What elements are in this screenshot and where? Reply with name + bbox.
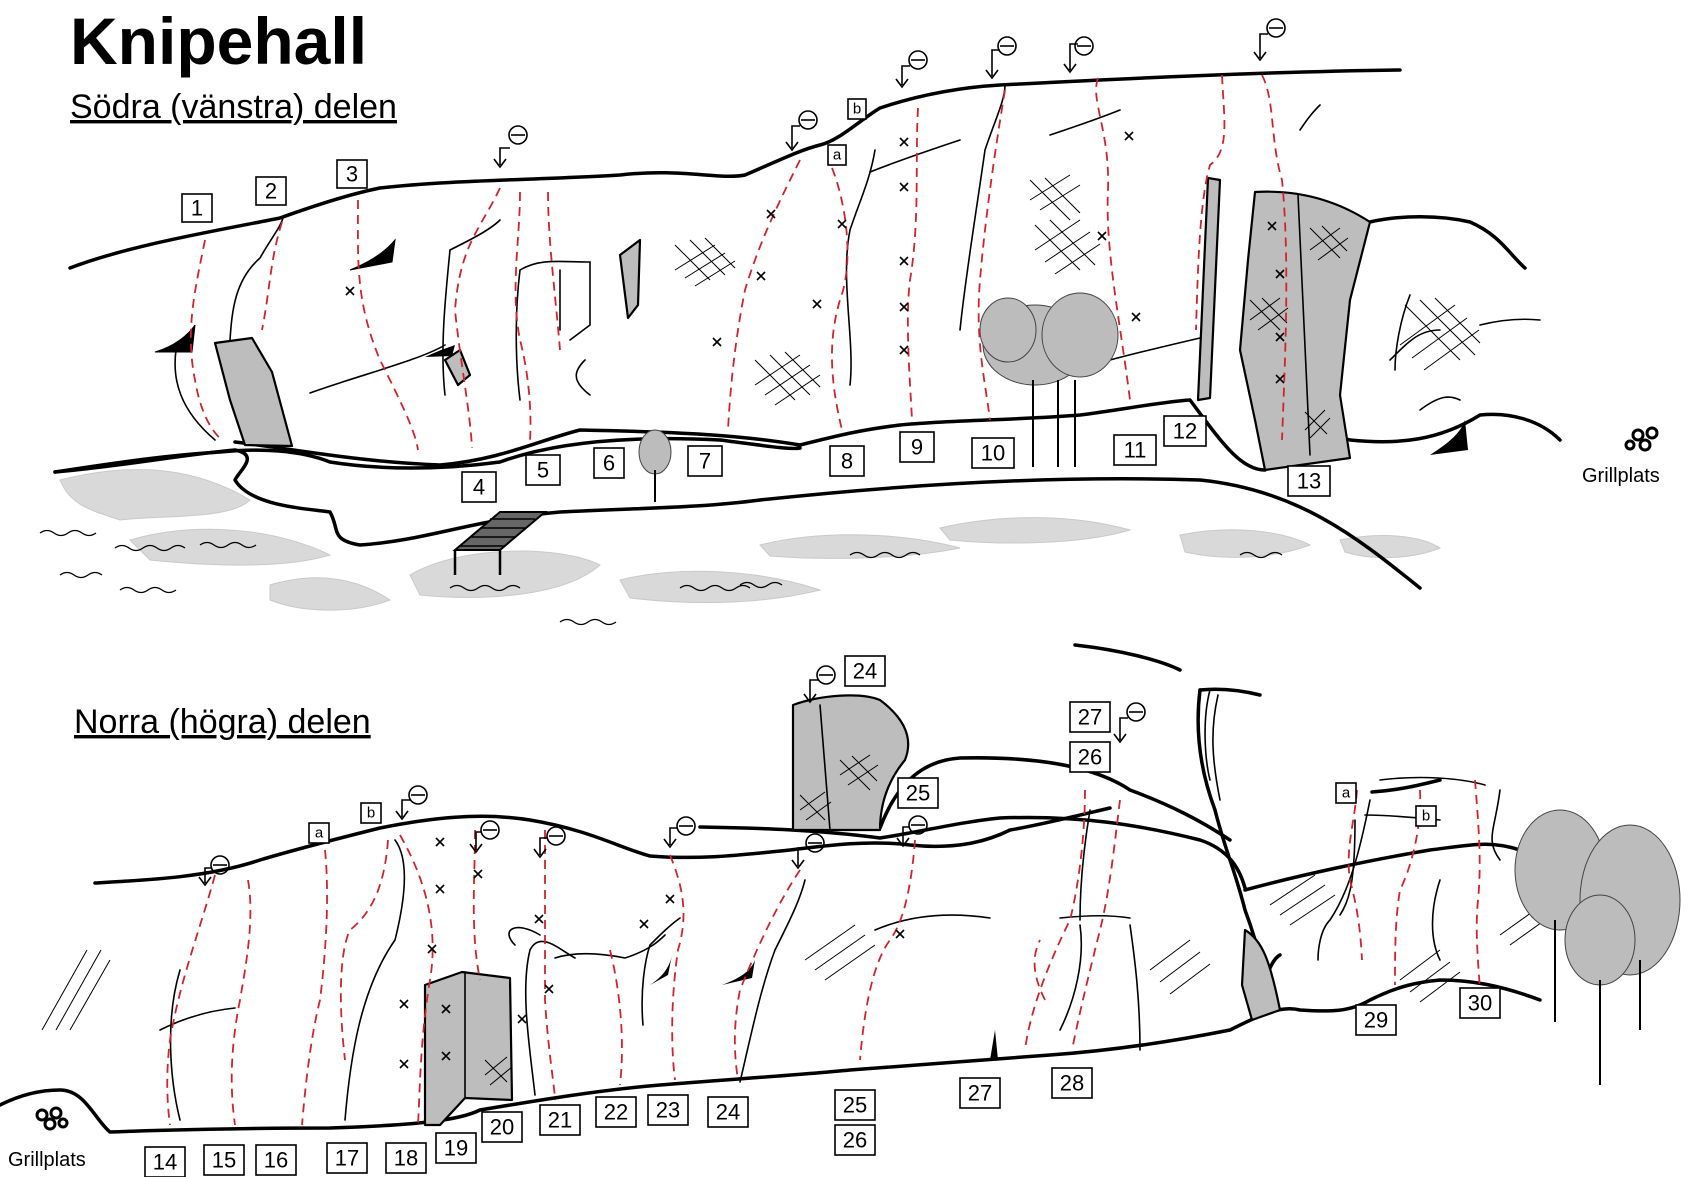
bolts-south: [346, 132, 1284, 383]
route-label-18: 18: [386, 1143, 426, 1173]
svg-text:30: 30: [1468, 991, 1492, 1016]
route-label-28: 28: [1052, 1068, 1092, 1098]
route-label-17: 17: [327, 1143, 367, 1173]
svg-text:a: a: [315, 825, 324, 842]
anchors-north: [199, 666, 1145, 885]
route-label-5: 5: [526, 455, 560, 485]
svg-text:28: 28: [1060, 1071, 1084, 1096]
svg-text:15: 15: [212, 1148, 236, 1173]
svg-text:20: 20: [490, 1115, 514, 1140]
route-label-29: 29: [1356, 1005, 1396, 1035]
route-label-27-top: 27: [1070, 702, 1110, 732]
route-label-14: 14: [145, 1147, 185, 1177]
route-label-11: 11: [1114, 435, 1156, 465]
svg-text:11: 11: [1124, 438, 1147, 463]
svg-text:7: 7: [699, 449, 711, 474]
route-label-9: 9: [900, 432, 934, 462]
slab-19: [425, 972, 512, 1125]
svg-text:a: a: [833, 147, 842, 164]
svg-text:13: 13: [1297, 469, 1321, 494]
pine-trees-north: [1515, 810, 1680, 1085]
variant-b-north-right: b: [1416, 806, 1436, 826]
svg-text:2: 2: [265, 179, 277, 204]
svg-text:9: 9: [911, 435, 923, 460]
svg-text:27: 27: [968, 1081, 992, 1106]
grill-label-north: Grillplats: [8, 1149, 86, 1171]
route-label-3: 3: [337, 160, 367, 188]
svg-text:25: 25: [843, 1093, 867, 1118]
svg-text:25: 25: [906, 781, 930, 806]
svg-text:17: 17: [335, 1146, 359, 1171]
route-label-16: 16: [256, 1145, 296, 1175]
route-label-25-top: 25: [898, 778, 938, 808]
section-heading-south: Södra (vänstra) delen: [70, 88, 397, 126]
route-label-30: 30: [1460, 988, 1500, 1018]
svg-text:b: b: [1422, 808, 1430, 825]
slab-27-right: [1242, 930, 1280, 1020]
svg-text:8: 8: [841, 449, 853, 474]
svg-text:24: 24: [716, 1100, 740, 1125]
variant-a-south: a: [828, 145, 846, 165]
route-label-24-top: 24: [845, 656, 885, 686]
anchors-south: [494, 19, 1285, 167]
svg-text:4: 4: [473, 475, 485, 500]
route-label-15: 15: [204, 1145, 244, 1175]
route-label-2: 2: [256, 177, 286, 205]
svg-text:a: a: [1342, 785, 1351, 802]
route-label-25: 25: [835, 1090, 875, 1120]
route-label-4: 4: [462, 472, 496, 502]
slab-2: [215, 338, 292, 446]
variant-a-north: a: [309, 823, 329, 843]
svg-text:b: b: [367, 805, 375, 822]
svg-text:5: 5: [537, 458, 549, 483]
routes-south: [191, 75, 1286, 450]
variant-b-south: b: [848, 99, 866, 119]
page-title: Knipehall: [70, 4, 367, 78]
route-label-19: 19: [436, 1133, 476, 1163]
route-label-23: 23: [648, 1095, 688, 1125]
svg-text:10: 10: [981, 441, 1005, 466]
svg-text:3: 3: [346, 162, 358, 187]
variant-a-north-right: a: [1336, 783, 1356, 803]
grill-label-south: Grillplats: [1582, 465, 1660, 487]
svg-text:16: 16: [264, 1148, 288, 1173]
svg-text:26: 26: [843, 1128, 867, 1153]
svg-text:23: 23: [656, 1098, 680, 1123]
route-label-26-top: 26: [1070, 742, 1110, 772]
svg-text:6: 6: [603, 451, 615, 476]
variant-b-north: b: [361, 803, 381, 823]
svg-text:14: 14: [153, 1150, 177, 1175]
svg-text:27: 27: [1078, 705, 1102, 730]
route-label-27: 27: [960, 1078, 1000, 1108]
svg-text:12: 12: [1173, 419, 1197, 444]
route-labels-south: 1 2 3 4 5 6 7 8 9 10 11 12 13: [182, 160, 1330, 502]
route-label-26: 26: [835, 1125, 875, 1155]
svg-text:26: 26: [1078, 745, 1102, 770]
route-label-7: 7: [688, 446, 722, 476]
route-label-22: 22: [596, 1097, 636, 1127]
route-label-1: 1: [182, 194, 212, 222]
svg-text:19: 19: [444, 1136, 468, 1161]
route-label-6: 6: [594, 448, 624, 478]
svg-text:24: 24: [853, 659, 877, 684]
svg-text:29: 29: [1364, 1008, 1388, 1033]
route-label-20: 20: [482, 1112, 522, 1142]
route-label-8: 8: [830, 446, 864, 476]
svg-text:21: 21: [548, 1108, 572, 1133]
svg-text:b: b: [853, 101, 861, 118]
route-label-13: 13: [1288, 466, 1330, 496]
route-label-24: 24: [708, 1097, 748, 1127]
section-heading-north: Norra (högra) delen: [74, 703, 371, 741]
route-label-10: 10: [972, 438, 1014, 468]
route-label-21: 21: [540, 1105, 580, 1135]
svg-text:22: 22: [604, 1100, 628, 1125]
grill-icon-north: [37, 1108, 67, 1129]
svg-text:18: 18: [394, 1146, 418, 1171]
route-label-12: 12: [1164, 416, 1206, 446]
grill-icon: [1626, 428, 1657, 450]
svg-text:1: 1: [191, 196, 203, 221]
